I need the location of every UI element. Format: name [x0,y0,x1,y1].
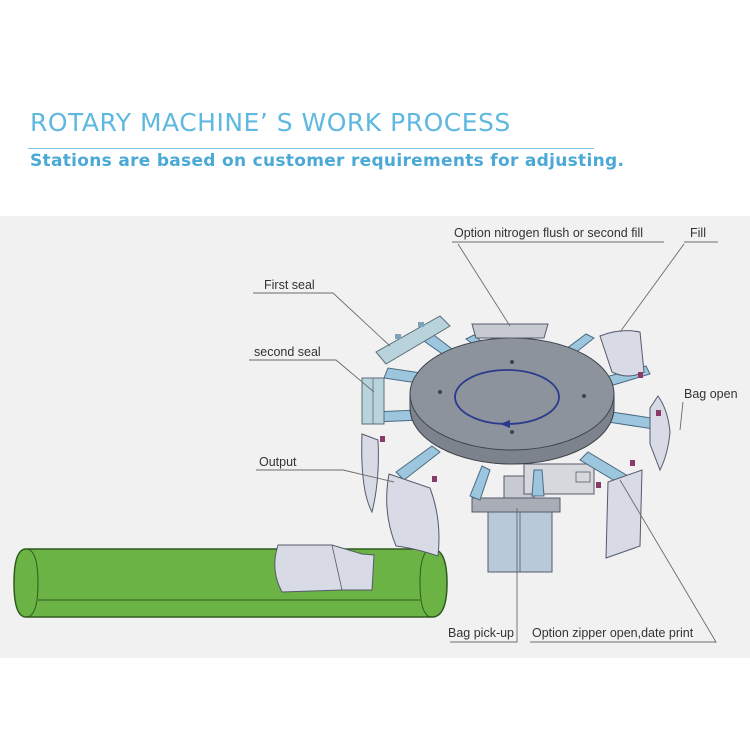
conveyor-belt [13,548,448,618]
page-title: ROTARY MACHINE’ S WORK PROCESS [30,108,511,137]
label-zipper-date-print: Option zipper open,date print [532,626,694,640]
label-first-seal: First seal [264,278,315,292]
label-bag-pickup: Bag pick-up [448,626,514,640]
label-fill: Fill [690,226,706,240]
first-seal-bar [375,315,451,365]
leader-lines [249,241,718,643]
bag-grippers [380,372,661,488]
label-nitrogen-flush: Option nitrogen flush or second fill [454,226,643,240]
title-divider [28,148,594,149]
page-subtitle: Stations are based on customer requireme… [30,151,625,171]
rotary-table [409,337,615,465]
output-bag [274,544,375,593]
label-second-seal: second seal [254,345,321,359]
label-bag-open: Bag open [684,387,738,401]
second-seal-bar [361,377,385,425]
label-output: Output [259,455,297,469]
station-bags [361,323,671,559]
